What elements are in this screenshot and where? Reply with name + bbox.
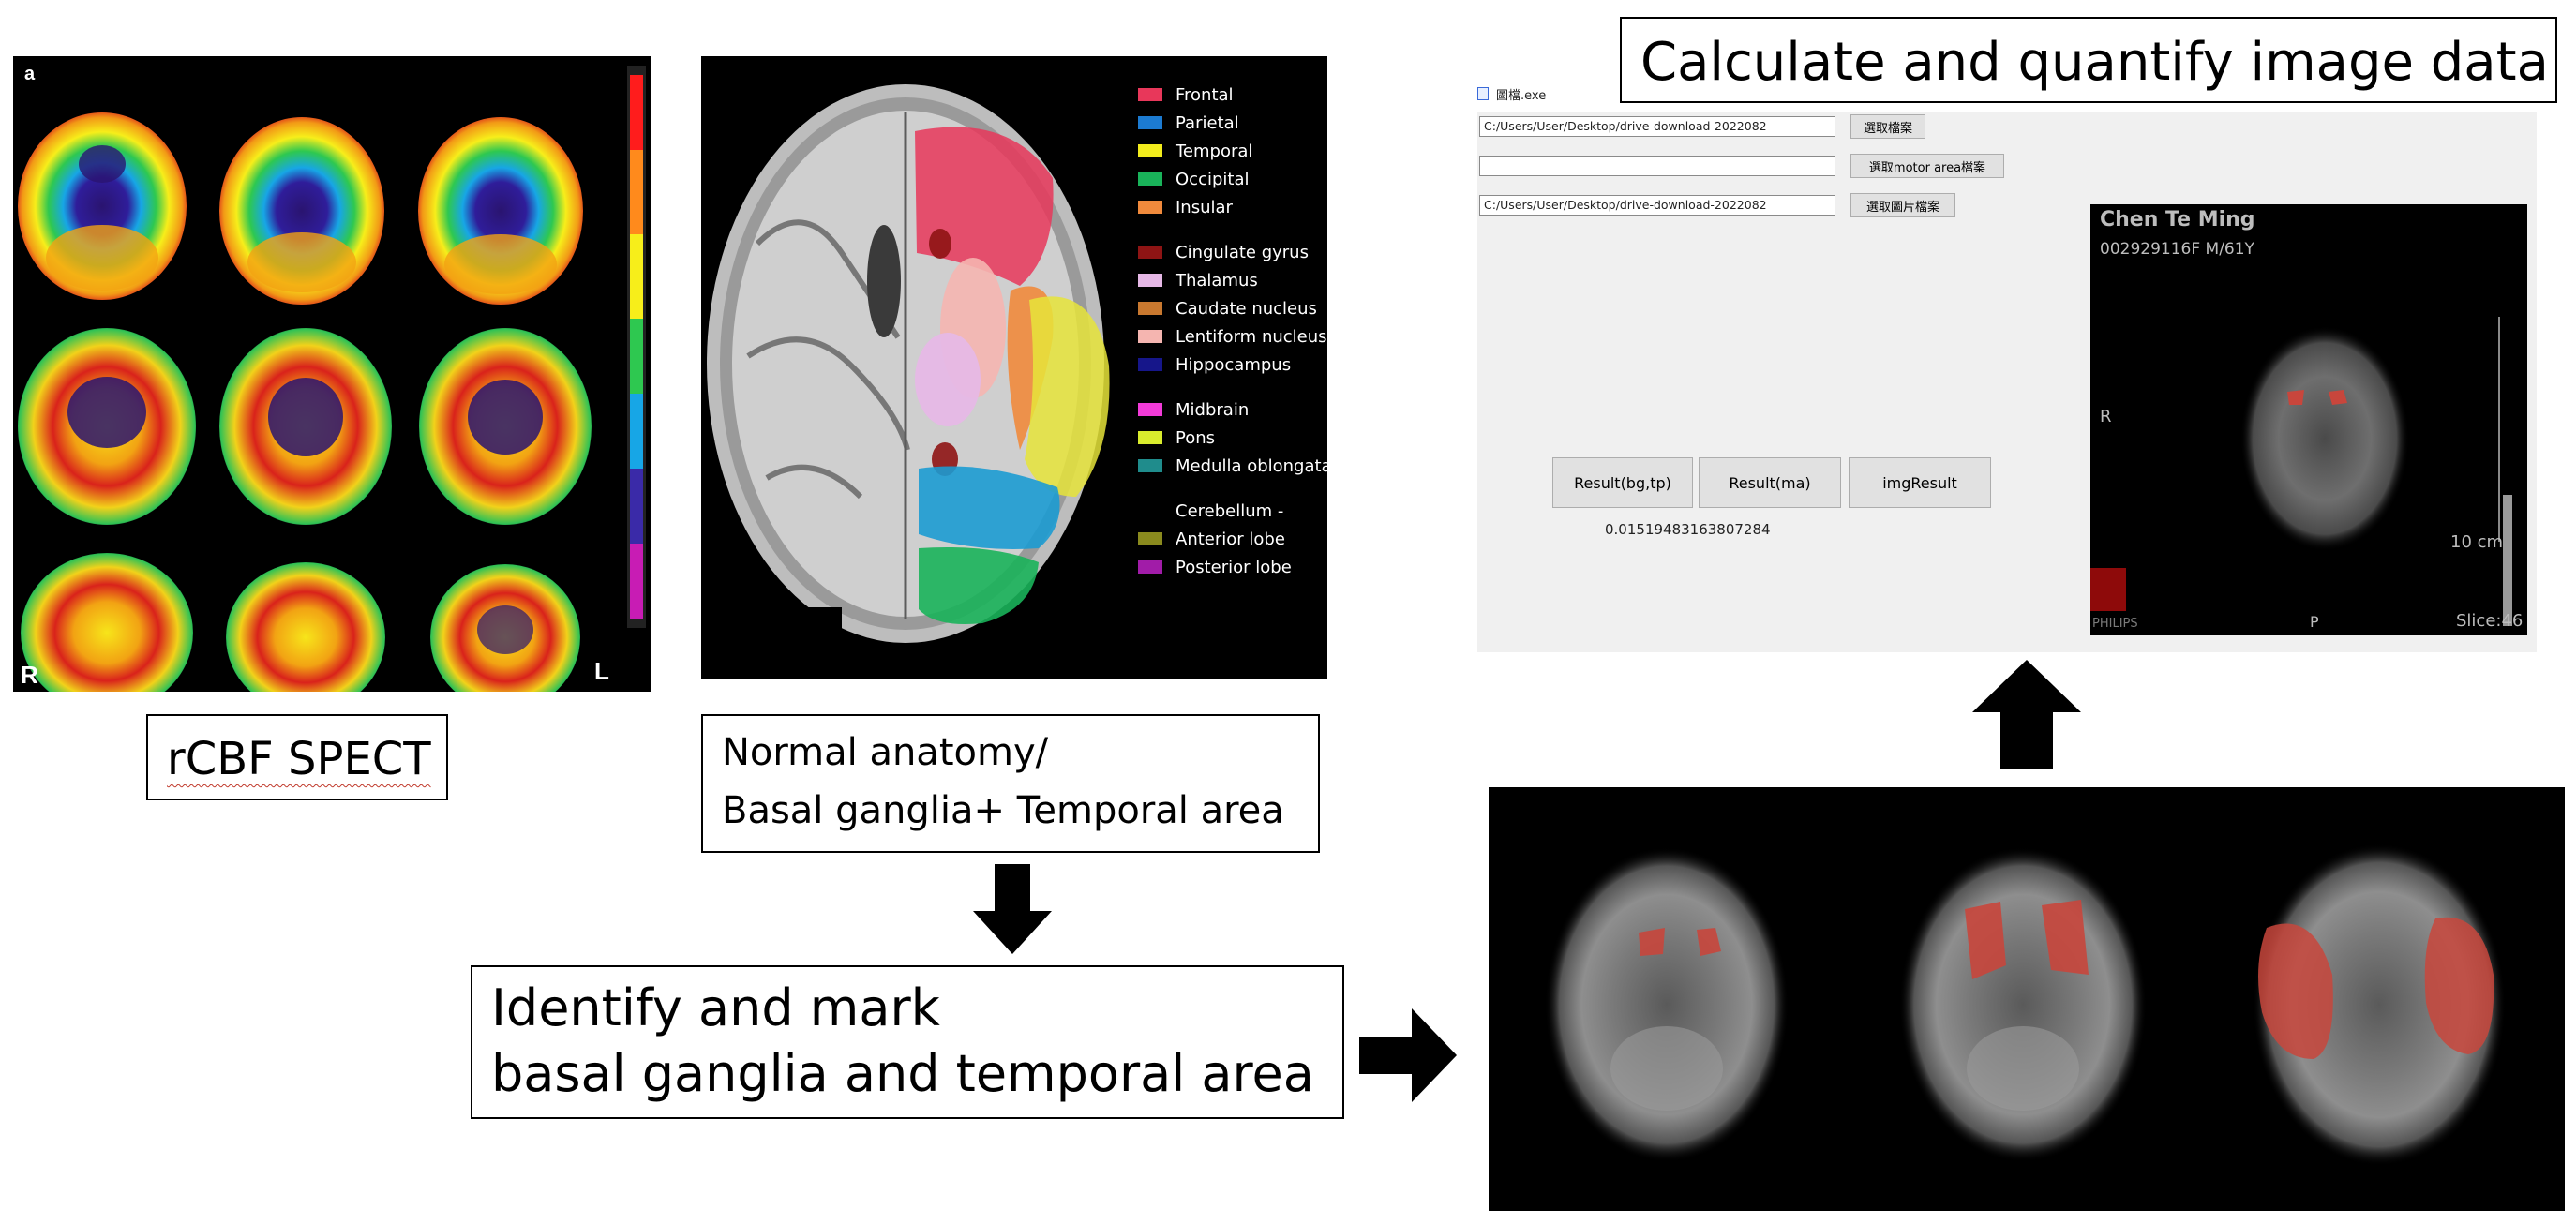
identify-caption-line2: basal ganglia and temporal area <box>491 1044 1314 1103</box>
legend-swatch <box>1138 459 1162 472</box>
legend-item: Medulla oblongata <box>1138 452 1332 480</box>
path-field-3[interactable]: C:/Users/User/Desktop/drive-download-202… <box>1479 195 1835 216</box>
path-field-2[interactable] <box>1479 156 1835 176</box>
legend-swatch <box>1138 88 1162 101</box>
scan-viewer: Chen Te Ming 002929116F M/61Y R 10 cm PH… <box>2090 204 2527 635</box>
identify-caption-line1: Identify and mark <box>491 978 940 1037</box>
select-file-button[interactable]: 選取檔案 <box>1850 114 1925 139</box>
calculate-caption: Calculate and quantify image data <box>1640 32 2549 93</box>
scale-label: 10 cm <box>2450 532 2504 552</box>
spect-image: a R L <box>13 56 651 712</box>
legend-label: Cingulate gyrus <box>1176 242 1309 262</box>
anatomy-mask-corner <box>701 607 842 679</box>
legend-item: Temporal <box>1138 137 1252 165</box>
legend-item: Frontal <box>1138 81 1234 109</box>
legend-swatch <box>1138 201 1162 214</box>
legend-label: Parietal <box>1176 112 1239 133</box>
legend-label: Midbrain <box>1176 399 1250 420</box>
patient-name: Chen Te Ming <box>2100 208 2255 231</box>
legend-swatch <box>1138 431 1162 444</box>
legend-item: Hippocampus <box>1138 351 1291 379</box>
p-marker: P <box>2310 613 2319 631</box>
spect-corner-r: R <box>21 661 38 689</box>
legend-label: Temporal <box>1176 141 1253 161</box>
anatomy-brain-graphic <box>707 84 1110 643</box>
legend-item: Caudate nucleus <box>1138 294 1317 322</box>
img-result-button[interactable]: imgResult <box>1849 457 1991 508</box>
right-arrow-icon <box>1359 1008 1457 1102</box>
legend-label: Hippocampus <box>1176 354 1292 375</box>
spect-slices-graphic <box>18 66 646 712</box>
patient-id: 002929116F M/61Y <box>2100 240 2254 259</box>
legend-item: Lentiform nucleus <box>1138 322 1327 351</box>
legend-label: Posterior lobe <box>1176 557 1292 577</box>
select-image-button[interactable]: 選取圖片檔案 <box>1850 193 1955 217</box>
vendor-label: PHILIPS <box>2092 617 2138 631</box>
legend-item: Cingulate gyrus <box>1138 238 1309 266</box>
legend-swatch <box>1138 116 1162 129</box>
legend-swatch <box>1138 532 1162 545</box>
identify-caption-box: Identify and mark basal ganglia and temp… <box>471 965 1344 1119</box>
app-title-bar: 圖檔.exe <box>1477 79 1796 109</box>
calculate-caption-box: Calculate and quantify image data <box>1620 17 2557 103</box>
legend-swatch <box>1138 358 1162 371</box>
select-motor-area-button[interactable]: 選取motor area檔案 <box>1850 154 2004 178</box>
spect-caption-box: rCBF SPECT <box>146 714 448 800</box>
legend-label: Occipital <box>1176 169 1250 189</box>
legend-label: Caudate nucleus <box>1176 298 1317 319</box>
result-bg-tp-button[interactable]: Result(bg,tp) <box>1552 457 1693 508</box>
anatomy-caption-box: Normal anatomy/ Basal ganglia+ Temporal … <box>701 714 1320 853</box>
result-ma-button[interactable]: Result(ma) <box>1699 457 1841 508</box>
legend-swatch <box>1138 302 1162 315</box>
legend-item: Anterior lobe <box>1138 525 1285 553</box>
path-field-1[interactable]: C:/Users/User/Desktop/drive-download-202… <box>1479 116 1835 137</box>
legend-label: Anterior lobe <box>1176 529 1285 549</box>
side-marker: R <box>2100 407 2112 426</box>
marked-scans-image <box>1489 787 2565 1211</box>
app-title: 圖檔.exe <box>1496 88 1547 103</box>
legend-label: Pons <box>1176 427 1216 448</box>
anatomy-caption-line2: Basal ganglia+ Temporal area <box>722 789 1284 832</box>
legend-label: Thalamus <box>1176 270 1258 291</box>
legend-label: Insular <box>1176 197 1233 217</box>
legend-item: Cerebellum - <box>1138 497 1283 525</box>
legend-swatch <box>1138 144 1162 157</box>
legend-label: Lentiform nucleus <box>1176 326 1327 347</box>
legend-item: Pons <box>1138 424 1215 452</box>
legend-label: Frontal <box>1176 84 1234 105</box>
legend-label: Cerebellum - <box>1176 500 1284 521</box>
app-window: 圖檔.exe C:/Users/User/Desktop/drive-downl… <box>1477 79 2537 652</box>
legend-swatch <box>1138 246 1162 259</box>
slice-label: Slice:46 <box>2456 611 2524 631</box>
legend-swatch <box>1138 274 1162 287</box>
legend-item: Insular <box>1138 193 1233 221</box>
legend-item: Occipital <box>1138 165 1249 193</box>
legend-swatch <box>1138 504 1162 517</box>
down-arrow-icon <box>973 864 1052 954</box>
app-body: C:/Users/User/Desktop/drive-download-202… <box>1477 112 2537 652</box>
legend-item: Posterior lobe <box>1138 553 1292 581</box>
spect-caption: rCBF SPECT <box>167 733 431 785</box>
legend-swatch <box>1138 403 1162 416</box>
legend-item: Midbrain <box>1138 396 1249 424</box>
scan-viewer-graphic <box>2090 317 2512 626</box>
legend-swatch <box>1138 560 1162 574</box>
marked-scans-graphic <box>1545 843 2506 1166</box>
up-arrow-icon <box>1972 660 2081 769</box>
legend-item: Thalamus <box>1138 266 1258 294</box>
spect-corner-l: L <box>594 657 609 685</box>
spect-corner-a: a <box>24 64 36 84</box>
legend-label: Medulla oblongata <box>1176 455 1332 476</box>
legend-item: Parietal <box>1138 109 1239 137</box>
app-exe-icon <box>1477 87 1489 100</box>
legend-swatch <box>1138 330 1162 343</box>
legend-swatch <box>1138 172 1162 186</box>
result-value: 0.015194831638072​84 <box>1605 521 1771 538</box>
anatomy-caption-line1: Normal anatomy/ <box>722 731 1049 774</box>
